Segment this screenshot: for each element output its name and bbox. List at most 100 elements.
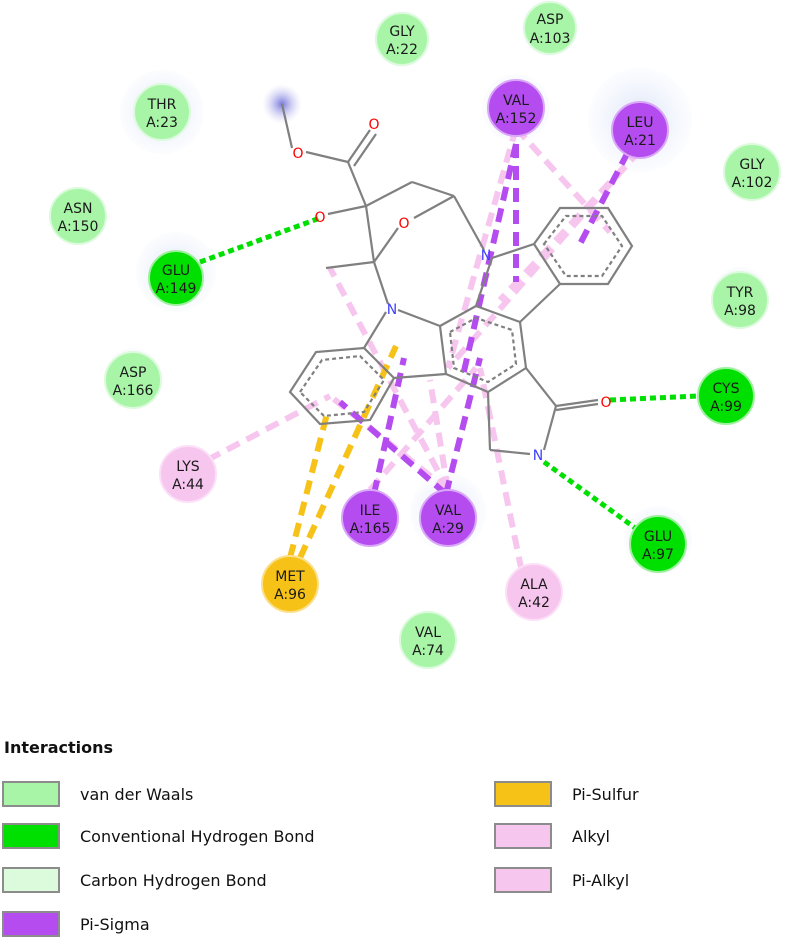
residue-position: A:98 [724, 303, 756, 319]
oxygen-atom-label: O [368, 117, 379, 133]
bond [363, 311, 387, 349]
bond [365, 181, 413, 207]
residue-disk [611, 101, 669, 159]
bond [474, 257, 494, 307]
residue-glu149[interactable]: GLU A:149 [148, 250, 204, 306]
bond [364, 205, 376, 263]
residue-thr23[interactable]: THR A:23 [133, 83, 191, 141]
legend-label: Pi-Sulfur [572, 784, 639, 804]
legend-label: Alkyl [572, 826, 610, 846]
residue-name: ILE [360, 503, 381, 519]
bond [280, 103, 294, 149]
residue-name: MET [275, 569, 305, 585]
bond [347, 129, 371, 163]
benzene-ring-left-inner [298, 354, 386, 418]
residue-disk [399, 611, 457, 669]
bond [393, 372, 447, 380]
bond [372, 261, 390, 305]
residue-disk [261, 555, 319, 613]
residue-disk [723, 143, 781, 201]
bond [346, 161, 368, 207]
residue-position: A:42 [518, 595, 550, 611]
residue-disk [341, 489, 399, 547]
legend-label: Pi-Sigma [80, 914, 150, 934]
residue-name: GLU [162, 263, 190, 279]
bond [327, 204, 367, 216]
residue-name: THR [147, 97, 177, 113]
residue-nodes: GLY A:22 ASP A:103 THR A:23 VAL A:152 LE… [49, 1, 781, 669]
legend-swatch [2, 781, 60, 807]
residue-position: A:29 [432, 521, 464, 537]
atom-labels: O O O O O N N N [292, 117, 611, 464]
residue-lys44[interactable]: LYS A:44 [159, 445, 217, 503]
residue-val74[interactable]: VAL A:74 [399, 611, 457, 669]
residue-disk [697, 367, 755, 425]
pi-sigma-line [371, 357, 407, 495]
residue-name: VAL [415, 625, 441, 641]
ligand-structure [280, 103, 634, 456]
residue-name: GLY [389, 24, 415, 40]
residue-position: A:96 [274, 587, 306, 603]
residue-disk [629, 515, 687, 573]
nitrogen-atom-label: N [533, 448, 543, 464]
bond [486, 391, 492, 451]
legend-item-pi-sulfur: Pi-Sulfur [494, 780, 639, 808]
legend-label: van der Waals [80, 784, 194, 804]
residue-name: TYR [726, 285, 754, 301]
legend-item-carbon-hbond: Carbon Hydrogen Bond [2, 866, 267, 894]
bond [542, 405, 558, 451]
residue-ala42[interactable]: ALA A:42 [505, 563, 563, 621]
residue-val152[interactable]: VAL A:152 [487, 79, 545, 137]
residue-disk [104, 351, 162, 409]
hbond-line [199, 215, 321, 265]
residue-disk [133, 83, 191, 141]
residue-cys99[interactable]: CYS A:99 [697, 367, 755, 425]
nitrogen-atom-label: N [387, 302, 397, 318]
residue-val29[interactable]: VAL A:29 [419, 489, 477, 547]
residue-disk [523, 1, 577, 55]
legend-swatch [494, 781, 552, 807]
residue-asp103[interactable]: ASP A:103 [523, 1, 577, 55]
residue-name: ALA [520, 577, 548, 593]
residue-asn150[interactable]: ASN A:150 [49, 187, 107, 245]
legend-item-pi-sigma: Pi-Sigma [2, 910, 150, 938]
legend-item-vdw: van der Waals [2, 780, 193, 808]
pi-sigma-line [443, 357, 483, 495]
residue-name: ASP [120, 365, 147, 381]
residue-name: GLU [644, 529, 672, 545]
residue-leu21[interactable]: LEU A:21 [611, 101, 669, 159]
residue-tyr98[interactable]: TYR A:98 [711, 271, 769, 329]
bond [453, 195, 485, 251]
residue-position: A:44 [172, 477, 204, 493]
residue-ile165[interactable]: ILE A:165 [341, 489, 399, 547]
residue-name: CYS [713, 381, 740, 397]
residue-position: A:103 [530, 31, 571, 47]
residue-name: VAL [435, 503, 461, 519]
residue-glu97[interactable]: GLU A:97 [629, 515, 687, 573]
legend-item-pi-alkyl: Pi-Alkyl [494, 866, 629, 894]
oxygen-atom-label: O [398, 216, 409, 232]
residue-asp166[interactable]: ASP A:166 [104, 351, 162, 409]
pi-sigma-line [338, 399, 448, 497]
residue-position: A:97 [642, 547, 674, 563]
residue-met96[interactable]: MET A:96 [261, 555, 319, 613]
residue-disk [487, 79, 545, 137]
residue-disk [148, 250, 204, 306]
bond [373, 227, 399, 263]
bond [353, 133, 377, 167]
legend-swatch [494, 867, 552, 893]
legend-swatch [494, 823, 552, 849]
residue-position: A:166 [113, 383, 154, 399]
residue-disk [375, 12, 429, 66]
legend-item-alkyl: Alkyl [494, 822, 610, 850]
pi-sigma-line [577, 150, 631, 246]
bond [555, 402, 599, 412]
benzene-ring-right-inner [542, 214, 624, 278]
residue-gly102[interactable]: GLY A:102 [723, 143, 781, 201]
residue-name: GLY [739, 157, 765, 173]
legend-label: Pi-Alkyl [572, 870, 630, 890]
residue-position: A:165 [350, 521, 391, 537]
residue-gly22[interactable]: GLY A:22 [375, 12, 429, 66]
legend-swatch [2, 823, 60, 849]
residue-name: ASN [64, 201, 93, 217]
